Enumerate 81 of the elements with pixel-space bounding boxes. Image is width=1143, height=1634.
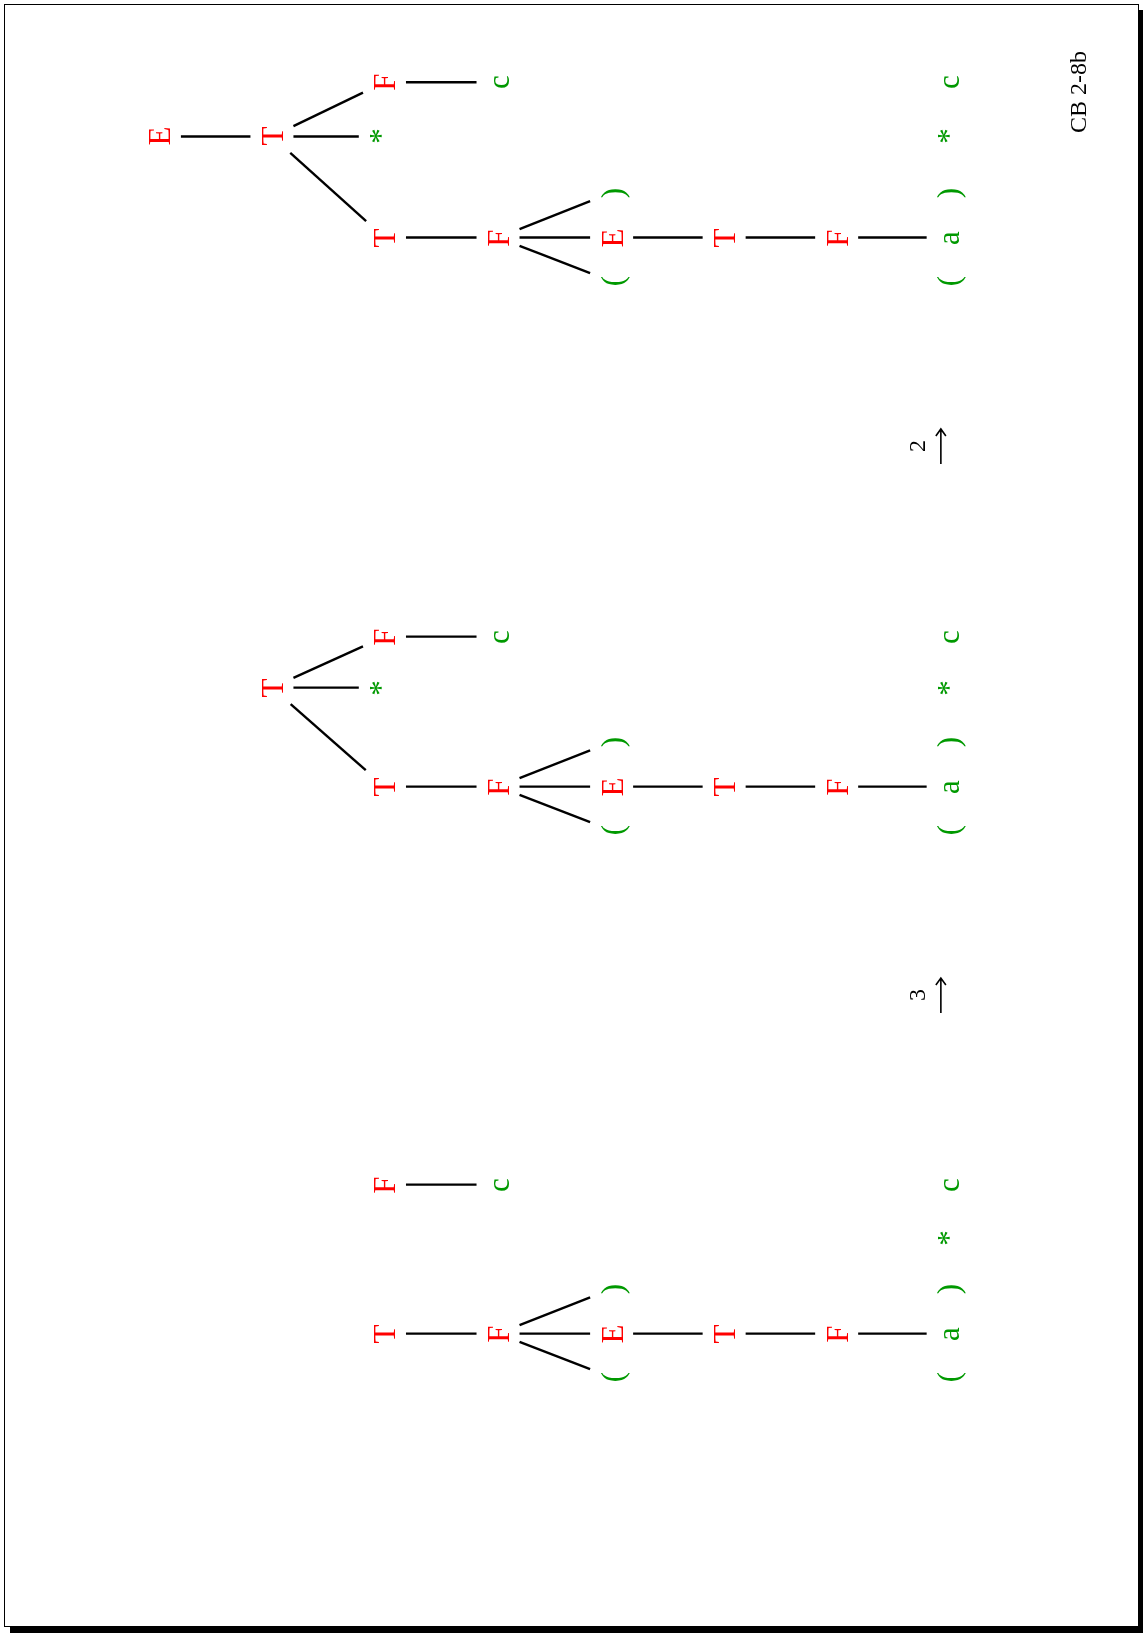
tree-branch <box>405 236 477 239</box>
nonterminal-symbol: F <box>368 627 400 647</box>
yield-symbol: c <box>932 74 964 91</box>
terminal-symbol: c <box>482 628 514 645</box>
terminal-symbol: * <box>364 678 396 697</box>
terminal-symbol: ) <box>596 186 628 199</box>
tree-branch <box>745 1332 816 1335</box>
tree-branch <box>289 703 367 772</box>
terminal-symbol: ( <box>596 824 628 837</box>
nonterminal-symbol: F <box>821 227 853 248</box>
tree-branch <box>180 135 251 138</box>
nonterminal-symbol: T <box>708 776 740 798</box>
tree-branch <box>519 1332 591 1335</box>
nonterminal-symbol: F <box>368 1175 400 1195</box>
tree-branch <box>519 244 591 275</box>
nonterminal-symbol: F <box>821 777 853 797</box>
yield-symbol: ( <box>932 824 964 837</box>
nonterminal-symbol: E <box>596 1323 628 1345</box>
tree-branch <box>519 236 591 239</box>
nonterminal-symbol: T <box>368 1323 400 1345</box>
terminal-symbol: a <box>932 229 964 246</box>
tree-branch <box>633 1332 703 1335</box>
nonterminal-symbol: F <box>368 72 400 92</box>
nonterminal-symbol: T <box>368 776 400 798</box>
yield-symbol: * <box>932 127 964 146</box>
nonterminal-symbol: T <box>368 227 400 248</box>
step-count: 3 <box>904 988 929 1003</box>
yield-symbol: ) <box>932 1282 964 1295</box>
yield-symbol: c <box>932 628 964 645</box>
nonterminal-symbol: F <box>821 1324 853 1344</box>
nonterminal-symbol: E <box>596 227 628 248</box>
nonterminal-symbol: F <box>482 1324 514 1344</box>
figure-id: CB 2-8b <box>1066 49 1091 134</box>
yield-symbol: * <box>932 678 964 697</box>
nonterminal-symbol: T <box>708 227 740 248</box>
terminal-symbol: ( <box>596 1371 628 1384</box>
nonterminal-symbol: T <box>708 1323 740 1345</box>
tree-branch <box>519 1296 591 1327</box>
tree-branch <box>292 645 364 679</box>
nonterminal-symbol: T <box>256 126 288 147</box>
tree-branch <box>519 200 591 231</box>
nonterminal-symbol: T <box>256 677 288 699</box>
nonterminal-symbol: F <box>482 777 514 797</box>
terminal-symbol: ) <box>596 1282 628 1295</box>
tree-branch <box>519 749 591 780</box>
nonterminal-symbol: E <box>596 776 628 798</box>
tree-branch <box>745 785 816 788</box>
yield-symbol: ) <box>932 186 964 199</box>
terminal-symbol: * <box>364 127 396 146</box>
tree-branch <box>289 152 367 222</box>
tree-branch <box>405 1332 477 1335</box>
terminal-symbol: ( <box>596 275 628 288</box>
tree-branch <box>405 1183 477 1186</box>
yield-symbol: ) <box>932 735 964 748</box>
step-count: 2 <box>904 438 929 453</box>
yield-symbol: ( <box>932 1371 964 1384</box>
tree-branch <box>633 785 703 788</box>
yield-symbol: c <box>932 1176 964 1193</box>
terminal-symbol: ) <box>596 735 628 748</box>
tree-branch <box>519 793 591 824</box>
tree-branch <box>405 785 477 788</box>
tree-branch <box>405 81 477 84</box>
yield-symbol: ( <box>932 275 964 288</box>
tree-branch <box>405 635 477 638</box>
terminal-symbol: a <box>932 1325 964 1342</box>
tree-branch <box>858 236 927 239</box>
tree-branch <box>293 135 359 138</box>
yield-symbol: * <box>932 1229 964 1247</box>
tree-branch <box>293 686 359 689</box>
terminal-symbol: a <box>932 778 964 795</box>
tree-branch <box>858 1332 927 1335</box>
tree-branch <box>519 1340 591 1371</box>
tree-branch <box>292 91 364 128</box>
tree-branch <box>633 236 703 239</box>
terminal-symbol: c <box>482 74 514 91</box>
tree-branch <box>519 785 591 788</box>
nonterminal-symbol: F <box>482 227 514 248</box>
nonterminal-symbol: E <box>143 126 175 147</box>
tree-branch <box>858 785 927 788</box>
tree-branch <box>745 236 816 239</box>
terminal-symbol: c <box>482 1176 514 1193</box>
